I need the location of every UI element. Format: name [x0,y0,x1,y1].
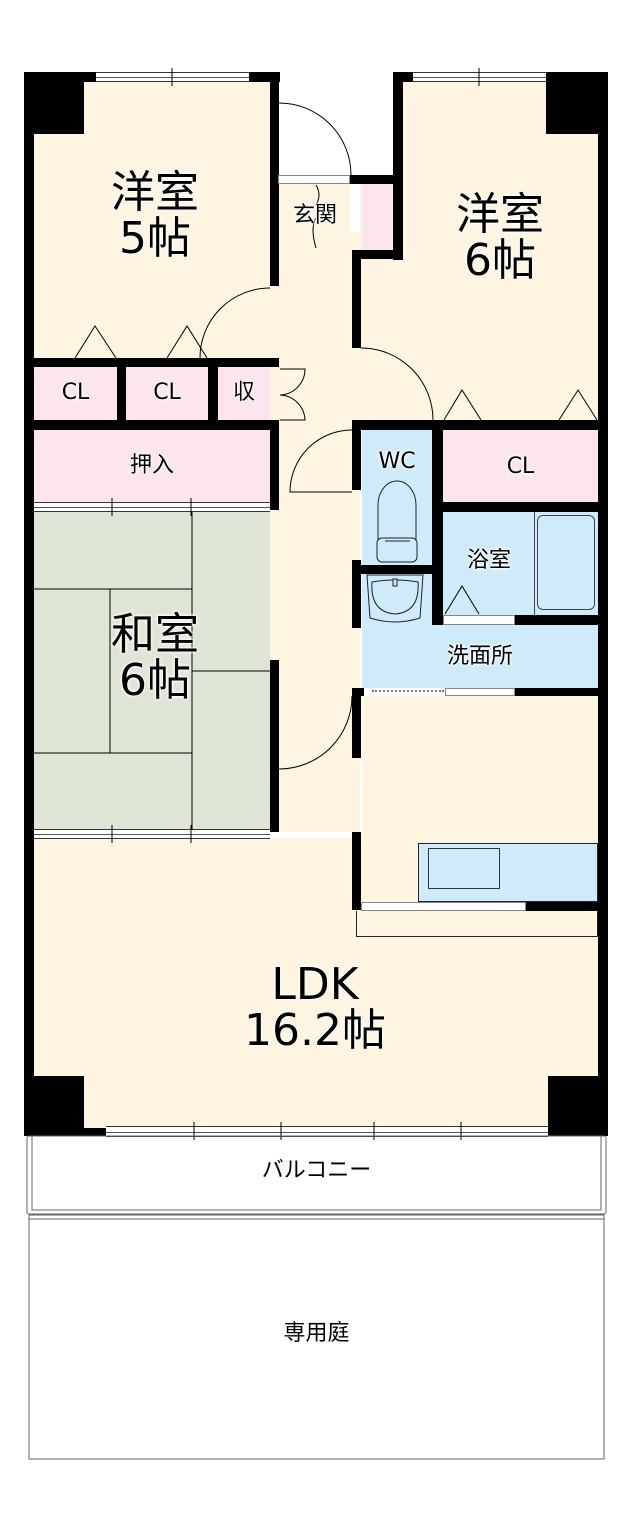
room-size: 5帖 [119,213,191,265]
room-size: 6帖 [119,655,191,707]
wall-right [598,72,608,1135]
wall-corridor-right-2 [352,420,361,490]
wall-corridor-right-4 [352,690,361,758]
pillar-bl [24,1076,84,1136]
wall-washroom-bottom-l [352,688,364,696]
toilet-fixture [376,480,418,563]
kitchen-counter-line [356,911,598,937]
wall-corridor-left [270,420,279,510]
room-name: 洋室 [456,189,544,240]
wall-entry-cabinet-bottom [352,250,403,259]
label-closet-2: CL [153,380,181,405]
bathtub-divider [534,512,535,615]
wall-left [24,72,34,1135]
wall-cl-bath [432,502,608,512]
wall-japanese-right [270,660,279,832]
washroom-sliding [372,690,444,694]
wall-kitchen-bottom [526,902,608,911]
wall-bath-bottom [515,615,608,625]
wall-wc-right [432,420,443,625]
room-name: 和室 [111,609,199,660]
wall-entry-cabinet-top [350,175,403,184]
closet-2 [126,367,208,420]
label-toilet: WC [378,449,416,474]
room-label-japanese: 和室 6帖 [70,609,240,707]
room-label-ldk: LDK 16.2帖 [200,959,430,1057]
closet-right [443,430,598,502]
wash-basin [366,574,424,623]
pillar-br [548,1076,608,1136]
label-bathroom: 浴室 [466,548,511,573]
washroom-door [445,688,515,696]
kitchen-sink [428,848,500,889]
wall-wc-bottom [352,565,442,574]
pillar-tr [546,72,608,134]
wall-storage-bottom [34,420,279,430]
room-name: 洋室 [111,167,199,218]
pillar-tl [24,72,84,134]
label-entrance: 玄関 [292,203,337,228]
label-closet-1: CL [61,380,90,405]
label-washroom: 洗面所 [446,644,513,669]
shoe-cabinet [362,184,392,250]
room-size: 16.2帖 [244,1005,386,1057]
sliding-door-oshiire [34,502,270,512]
closet-1 [34,367,117,420]
label-closet-right: CL [506,454,535,479]
storage-small [218,367,270,420]
oshiire [34,430,270,502]
corridor-floor [270,232,360,832]
entry-white [278,82,393,182]
room-label-western-5: 洋室 5帖 [70,167,240,265]
label-oshiire: 押入 [129,453,174,478]
room-size: 6帖 [464,235,536,287]
label-storage-small: 収 [232,380,255,405]
bathtub [537,515,595,610]
wall-corridor-right-5 [352,832,361,910]
wall-corridor-right-3 [352,560,361,628]
wall-corridor-right-1 [352,250,361,348]
kitchen-counter [418,843,598,902]
wall-room6-bottom [352,420,608,430]
wall-storage-top [34,358,279,367]
wall-room6-left-top [393,72,403,260]
wall-cl-divider-1 [117,358,126,420]
entry-step [278,175,350,184]
bath-door [443,615,515,625]
wall-room5-right [270,72,279,286]
room-name: LDK [271,959,359,1010]
sliding-door-japanese-ldk [34,829,270,839]
kitchen-opening [361,902,526,911]
wall-washroom-bottom-r [515,688,608,696]
wall-cl-divider-2 [208,358,218,420]
label-private-garden: 専用庭 [283,1321,350,1346]
room-label-western-6: 洋室 6帖 [415,189,585,287]
label-balcony: バルコニー [261,1158,372,1183]
